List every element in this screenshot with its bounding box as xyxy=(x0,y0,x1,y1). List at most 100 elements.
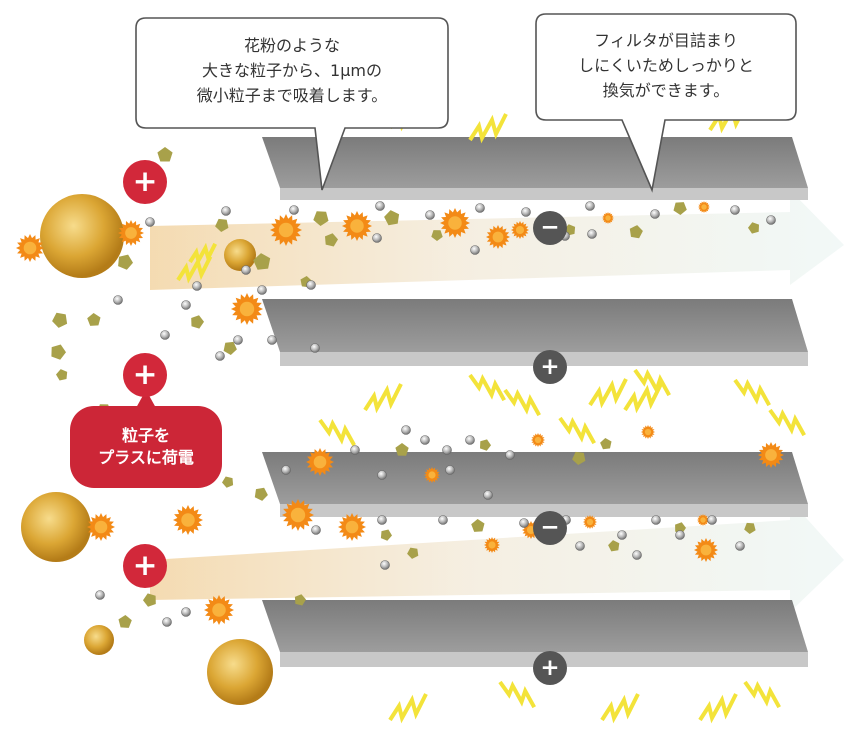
spark xyxy=(188,242,217,266)
charged-particle-core xyxy=(765,449,777,461)
callout-left xyxy=(135,17,449,191)
micro-particle xyxy=(215,351,225,361)
spark xyxy=(363,383,403,414)
micro-particle xyxy=(519,518,529,528)
spark xyxy=(498,680,536,709)
charge-badge-label: 粒子を プラスに荷電 xyxy=(98,426,194,467)
micro-particle xyxy=(233,335,243,345)
micro-particle xyxy=(585,201,595,211)
micro-particle xyxy=(310,343,320,353)
micro-particle xyxy=(735,541,745,551)
charged-particle-core xyxy=(23,241,37,255)
dust-particle xyxy=(384,210,400,226)
charged-particle-core xyxy=(605,215,611,221)
micro-particle xyxy=(445,465,455,475)
dust-particle xyxy=(56,369,68,381)
dust-particle xyxy=(215,218,229,232)
dust-particle xyxy=(572,451,586,465)
micro-particle xyxy=(707,515,717,525)
dust-particle xyxy=(157,147,173,162)
collector-plate-4 xyxy=(262,600,808,667)
micro-particle xyxy=(375,201,385,211)
positive-charge-symbol: + xyxy=(123,353,167,397)
pollen-particle xyxy=(84,625,114,655)
micro-particle xyxy=(377,470,387,480)
dust-particle xyxy=(253,253,271,270)
spark xyxy=(623,383,663,414)
micro-particle xyxy=(675,530,685,540)
charged-particle-core xyxy=(448,216,462,230)
dust-particle xyxy=(118,254,133,270)
spark xyxy=(633,368,671,397)
micro-particle xyxy=(483,490,493,500)
callout-right-text: フィルタが目詰まり しにくいためしっかりと 換気ができます。 xyxy=(578,31,754,100)
micro-particle xyxy=(306,280,316,290)
callout-right xyxy=(535,13,797,193)
micro-particle xyxy=(730,205,740,215)
charged-particle-core xyxy=(313,455,327,469)
charge-symbols: +++−+−+ xyxy=(123,160,567,685)
spark xyxy=(503,388,541,417)
micro-particle xyxy=(311,525,321,535)
negative-plate-symbol: − xyxy=(533,211,567,245)
spark xyxy=(743,680,781,709)
dust-particle xyxy=(223,341,237,355)
positive-charge-symbol-sign: + xyxy=(133,357,158,392)
charged-particle-core xyxy=(125,227,137,239)
spark xyxy=(768,408,806,437)
negative-plate-symbol-sign: − xyxy=(540,214,559,240)
negative-plate-symbol: − xyxy=(533,511,567,545)
micro-particle xyxy=(95,590,105,600)
dust-particle xyxy=(431,230,443,241)
dust-particle xyxy=(380,529,392,541)
charged-particle-core xyxy=(700,517,706,523)
micro-particle xyxy=(192,281,202,291)
positive-plate-symbol-circle xyxy=(533,651,567,685)
micro-particle xyxy=(766,215,776,225)
spark xyxy=(588,378,628,409)
dust-particle xyxy=(744,522,756,534)
dust-particle xyxy=(191,315,204,329)
charged-particle-core xyxy=(644,428,652,436)
charged-particle-core xyxy=(345,520,359,534)
charged-particle-core xyxy=(492,231,504,243)
charged-particle-core xyxy=(94,520,108,534)
positive-charge-symbol: + xyxy=(123,544,167,588)
dust-particle xyxy=(673,202,687,215)
positive-plate-symbol-sign: + xyxy=(540,655,559,681)
micro-particle xyxy=(289,205,299,215)
micro-particle xyxy=(438,515,448,525)
dust-particle xyxy=(294,594,306,606)
charged-particle-core xyxy=(701,204,707,210)
dust-particle xyxy=(608,540,620,552)
negative-plate-symbol-circle xyxy=(533,511,567,545)
spark xyxy=(318,418,356,447)
spark xyxy=(733,378,771,407)
positive-plate-symbol: + xyxy=(533,350,567,384)
negative-plate-symbol-circle xyxy=(533,211,567,245)
positive-plate-symbol-sign: + xyxy=(540,354,559,380)
micro-particle xyxy=(380,560,390,570)
dust-particle xyxy=(52,312,68,328)
airborne-particles xyxy=(16,147,784,705)
charged-particle-core xyxy=(278,222,294,238)
spark xyxy=(558,416,596,445)
charged-particle-core xyxy=(534,436,542,444)
micro-particle xyxy=(162,617,172,627)
micro-particle xyxy=(651,515,661,525)
charged-particle-core xyxy=(700,544,712,556)
micro-particle xyxy=(587,229,597,239)
micro-particle xyxy=(521,207,531,217)
positive-charge-symbol-circle xyxy=(123,160,167,204)
dust-particle xyxy=(395,443,409,456)
dust-particle xyxy=(600,438,612,450)
micro-particle xyxy=(181,300,191,310)
airflow-arrow-lower xyxy=(150,500,844,612)
charged-particle-core xyxy=(428,471,436,479)
dust-particle xyxy=(471,519,485,532)
micro-particle xyxy=(401,425,411,435)
spark xyxy=(176,255,213,284)
micro-particle xyxy=(145,217,155,227)
